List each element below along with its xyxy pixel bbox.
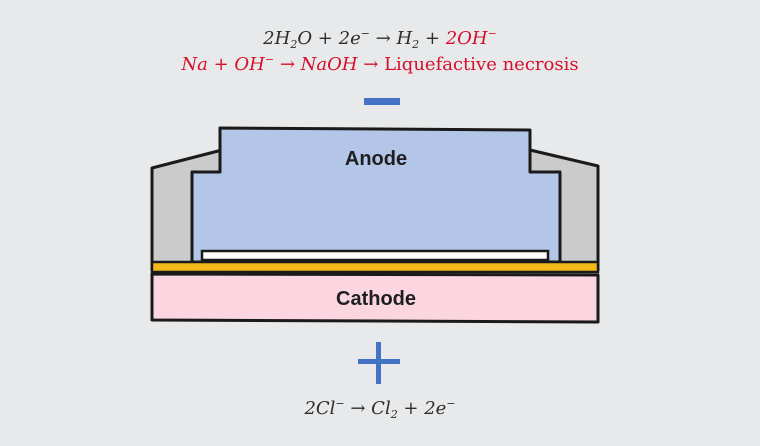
plus-sign-icon [358, 342, 400, 384]
separator-layer [150, 260, 600, 274]
minus-sign-icon [364, 98, 400, 105]
anode-label: Anode [345, 148, 407, 170]
cathode-block [150, 272, 600, 324]
anode-reaction-equation: 2H2O + 2e− → H2 + 2OH− [263, 27, 497, 51]
white-plate [200, 249, 550, 262]
cathode-label: Cathode [336, 288, 416, 310]
cathode-reaction-equation: 2Cl− → Cl2 + 2e− [304, 397, 456, 421]
necrosis-reaction-equation: Na + OH− → NaOH → Liquefactive necrosis [181, 53, 579, 75]
liquefactive-necrosis-text: Liquefactive necrosis [384, 54, 579, 75]
